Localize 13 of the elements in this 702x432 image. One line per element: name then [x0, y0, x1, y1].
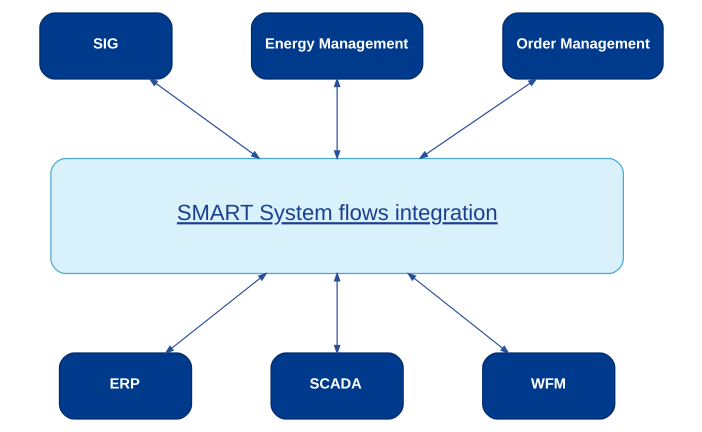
arrow [333, 77, 340, 160]
arrow [418, 78, 538, 160]
node-box: Energy Management [250, 12, 423, 80]
node-box: SIG [38, 12, 172, 80]
node-box: SCADA [270, 352, 404, 420]
node-box: Order Management [502, 12, 664, 80]
arrow [333, 272, 340, 355]
node-box: WFM [482, 352, 615, 420]
node-box: SMART System flows integration [50, 158, 624, 274]
arrow [164, 272, 268, 354]
arrow [148, 78, 260, 160]
node-box: ERP [58, 352, 192, 420]
arrow [406, 272, 510, 354]
